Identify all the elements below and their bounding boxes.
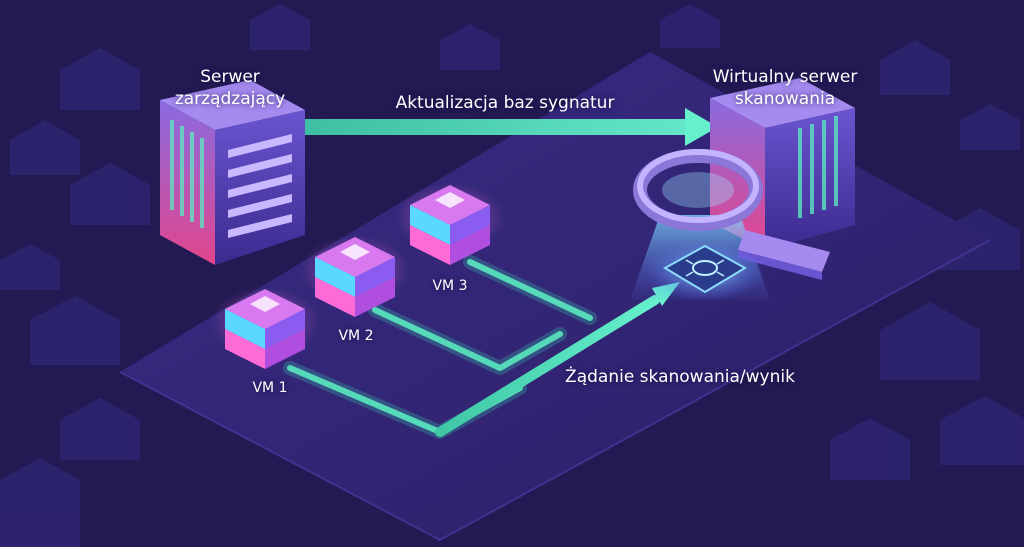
- signature-update-arrow: [300, 108, 718, 146]
- bug-chip-icon: [645, 242, 765, 302]
- management-server-label-line2: zarządzający: [174, 89, 286, 109]
- scan-request-label: Żądanie skanowania/wynik: [565, 367, 795, 387]
- vm3-label: VM 3: [432, 278, 468, 294]
- virtual-scan-server-label-line2: skanowania: [734, 89, 836, 109]
- vm2-label: VM 2: [338, 328, 374, 344]
- vm1-label: VM 1: [252, 380, 288, 396]
- management-server-label-line1: Serwer: [200, 67, 260, 87]
- signature-update-label: Aktualizacja baz sygnatur: [395, 93, 615, 113]
- vm3-cube-icon: [395, 183, 505, 265]
- vm1-cube-icon: [210, 287, 320, 369]
- virtual-scan-server-label: Wirtualny serwer skanowania: [695, 66, 875, 110]
- background-shapes: [0, 4, 1024, 547]
- vm2-cube-icon: [300, 235, 410, 317]
- management-server-label: Serwer zarządzający: [165, 66, 295, 110]
- management-server-icon: [160, 80, 305, 265]
- platform-edge: [119, 239, 991, 542]
- virtual-scan-server-label-line1: Wirtualny serwer: [712, 67, 858, 87]
- scan-flow-paths: [283, 255, 660, 439]
